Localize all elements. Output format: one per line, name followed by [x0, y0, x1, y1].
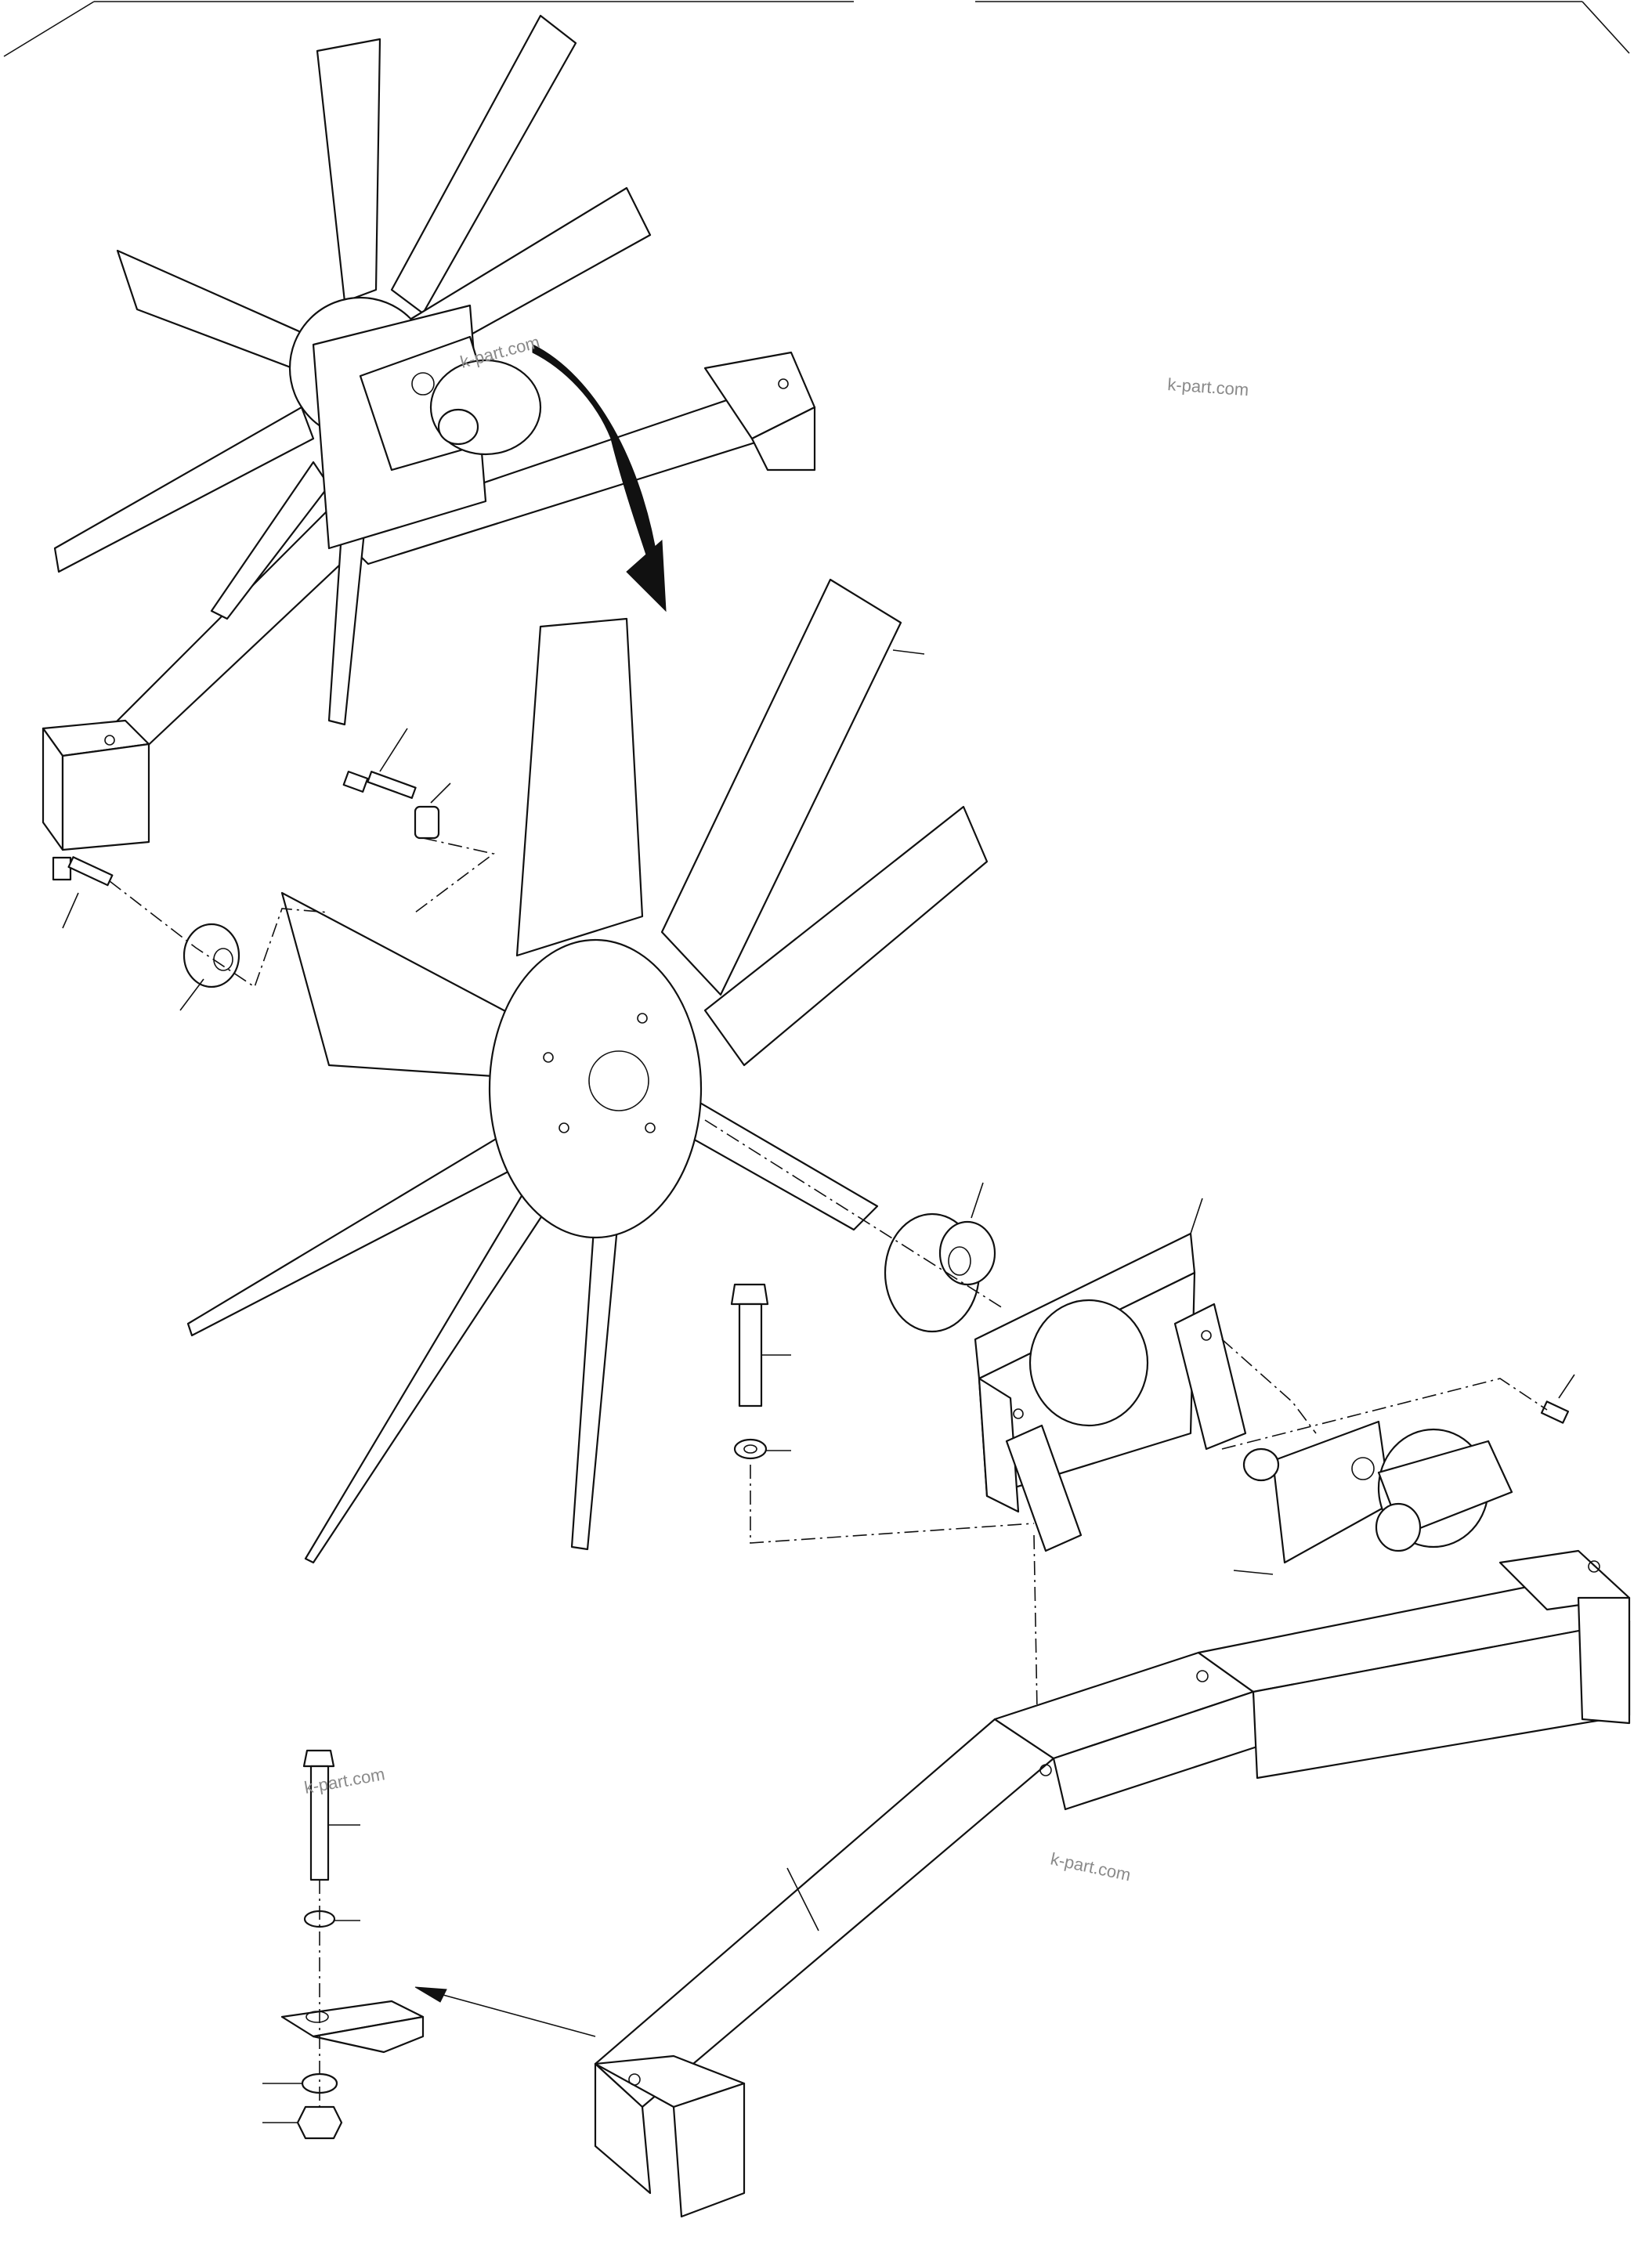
bottom-fastener-stack: [262, 1749, 596, 2140]
exploded-fan-blades: [186, 578, 989, 1564]
page-frame-lines: [3, 1, 1630, 57]
mounting-bracket-icon: [280, 2000, 425, 2054]
spacer-bolt-set: [52, 728, 495, 1011]
hydraulic-motor-icon: [359, 335, 542, 472]
hydraulic-motor-icon: [1221, 1374, 1575, 1575]
hub-flange-icon: [704, 1119, 1003, 1333]
support-frame-icon: [42, 351, 816, 851]
watermark-layer: k-part.com k-part.com k-part.com k-part.…: [303, 332, 1250, 1885]
support-frame-icon: [594, 1549, 1631, 2218]
bolt-icon: [52, 856, 114, 887]
center-bolt-set: [730, 1283, 1035, 1544]
bolt-icon: [730, 1283, 769, 1407]
bolt-icon: [1540, 1400, 1570, 1424]
spacer-icon: [183, 923, 240, 988]
mounting-bracket-icon: [974, 1198, 1317, 1755]
assembled-fan-overview: [42, 14, 816, 851]
bolt-icon: [302, 1749, 335, 1881]
watermark: k-part.com: [1049, 1848, 1133, 1884]
bolt-icon: [342, 770, 417, 799]
nut-icon: [296, 2105, 343, 2140]
spacer-icon: [414, 805, 440, 840]
washer-icon: [733, 1438, 768, 1460]
watermark: k-part.com: [1167, 374, 1249, 399]
